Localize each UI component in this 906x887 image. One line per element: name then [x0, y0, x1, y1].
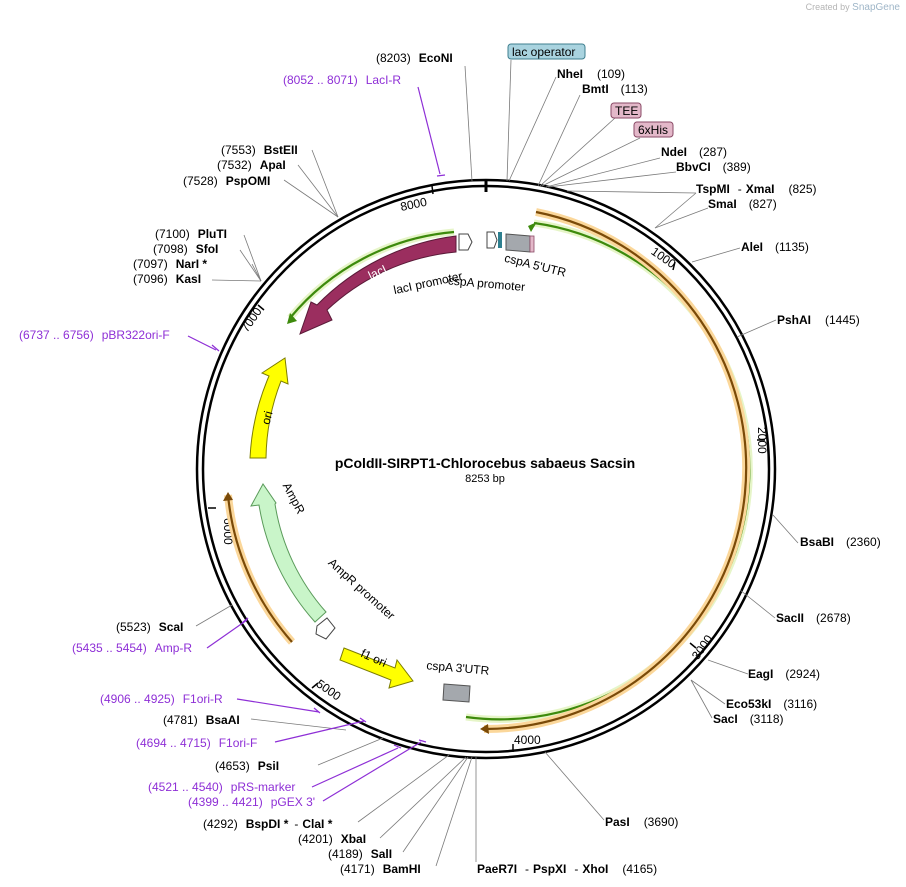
- site-nhei: NheI(109): [557, 67, 625, 81]
- site-psii: (4653)PsiI: [215, 759, 279, 773]
- site-pshai: PshAI(1445): [777, 313, 860, 327]
- tick-4000: 4000: [514, 733, 541, 747]
- tick-marks: [208, 185, 765, 752]
- site-paer7i-pspxi-xhoi: PaeR7I-PspXI-XhoI(4165): [477, 862, 657, 876]
- site-tspmi-xmai: TspMI-XmaI(825): [696, 182, 816, 196]
- ampr-promoter-arrow: [315, 617, 336, 640]
- primer-laci-r: (8052 .. 8071)LacI-R: [283, 73, 401, 87]
- site-econi: (8203) EcoNI: [376, 51, 453, 65]
- tick-7000: 7000: [238, 305, 265, 335]
- ampr-label: AmpR: [280, 480, 308, 516]
- site-bspdi-clai: (4292)BspDI *-ClaI *: [203, 817, 333, 831]
- cspa-5utr-box: [505, 233, 531, 253]
- laci-feature: [299, 235, 457, 335]
- tee-label: TEE: [615, 104, 638, 118]
- f1-ori-feature: [339, 647, 414, 689]
- tee-box: [610, 102, 642, 119]
- primer-pgex3: (4399 .. 4421)pGEX 3': [188, 795, 315, 809]
- cspa-3utr-box: [442, 683, 471, 703]
- primer-pbr322ori-f: (6737 .. 6756)pBR322ori-F: [19, 328, 170, 342]
- plasmid-name: pColdII-SIRPT1-Chlorocebus sabaeus Sacsi…: [335, 455, 635, 471]
- ori-feature: [249, 357, 289, 459]
- site-pluti: (7100)PluTI: [155, 227, 227, 241]
- cspa-3utr-label: cspA 3'UTR: [426, 658, 490, 677]
- site-ndei: NdeI(287): [661, 145, 727, 159]
- orange-arc2-arrow: [223, 492, 233, 501]
- site-leaders: [195, 59, 799, 867]
- site-eco53ki: Eco53kI(3116): [726, 697, 817, 711]
- his-label: 6xHis: [638, 123, 668, 137]
- tick-8000: 8000: [399, 195, 428, 214]
- his-tag-mark: [529, 235, 535, 253]
- primer-f1ori-r: (4906 .. 4925)F1ori-R: [100, 692, 223, 706]
- site-bsabi: BsaBI(2360): [800, 535, 881, 549]
- site-eagi: EagI(2924): [748, 667, 820, 681]
- orange-arc: [483, 210, 748, 731]
- site-bbvci: BbvCI(389): [676, 160, 751, 174]
- primer-amp-r: (5435 .. 5454)Amp-R: [72, 641, 192, 655]
- green-arc2: [289, 230, 455, 319]
- site-bmti: BmtI(113): [582, 82, 648, 96]
- site-apai: (7532)ApaI: [217, 158, 286, 172]
- green-arc2-arrow: [287, 313, 297, 324]
- site-scai: (5523)ScaI: [116, 620, 183, 634]
- site-econi-pos: (8203): [376, 51, 411, 65]
- primer-prs-marker: (4521 .. 4540)pRS-marker: [148, 780, 295, 794]
- snapgene-credit: Created by SnapGene: [806, 2, 900, 13]
- site-smai: SmaI(827): [708, 197, 777, 211]
- site-alei: AleI(1135): [741, 240, 809, 254]
- ampr-promoter-label: AmpR promoter: [325, 555, 397, 622]
- cspa-5utr-label: cspA 5'UTR: [503, 251, 568, 280]
- site-nari: (7097)NarI *: [133, 257, 207, 271]
- plasmid-size: 8253 bp: [465, 473, 505, 485]
- tick-3000: 3000: [689, 632, 716, 662]
- lac-operator-label: lac operator: [512, 45, 575, 59]
- ori-label: ori: [259, 409, 276, 426]
- site-xbai: (4201)XbaI: [298, 832, 366, 846]
- site-econi-name: EcoNI: [419, 51, 453, 65]
- orange-arc2: [226, 494, 293, 643]
- cspa-promoter-label: cspA promoter: [447, 273, 525, 294]
- site-sfoi: (7098)SfoI: [153, 242, 218, 256]
- site-sacii: SacII(2678): [776, 611, 851, 625]
- his-box: [633, 121, 674, 138]
- laci-promoter-arrow: [458, 233, 473, 251]
- site-saci: SacI(3118): [713, 712, 783, 726]
- credit-prefix: Created by: [805, 2, 850, 12]
- ampr-feature: [250, 483, 327, 623]
- tick-5000: 5000: [314, 677, 344, 704]
- lac-operator-box: [507, 43, 586, 60]
- site-bsaai: (4781)BsaAI: [163, 713, 240, 727]
- snapgene-brand: SnapGene: [852, 2, 900, 13]
- site-kasi: (7096)KasI: [133, 272, 201, 286]
- site-sali: (4189)SalI: [328, 847, 392, 861]
- primer-leaders: [187, 86, 446, 802]
- green-arc-arrow: [528, 222, 537, 232]
- site-bamhi: (4171)BamHI: [340, 862, 421, 876]
- lac-operator-mark: [498, 232, 502, 248]
- site-pspomi: (7528)PspOMI: [183, 174, 270, 188]
- primer-f1ori-f: (4694 .. 4715)F1ori-F: [136, 736, 257, 750]
- site-pasi: PasI(3690): [605, 815, 678, 829]
- orange-arc-arrow: [480, 724, 489, 734]
- tick-2000: 2000: [755, 427, 769, 454]
- site-bsteii: (7553)BstEII: [221, 143, 298, 157]
- cspa-promoter-arrow: [486, 231, 498, 249]
